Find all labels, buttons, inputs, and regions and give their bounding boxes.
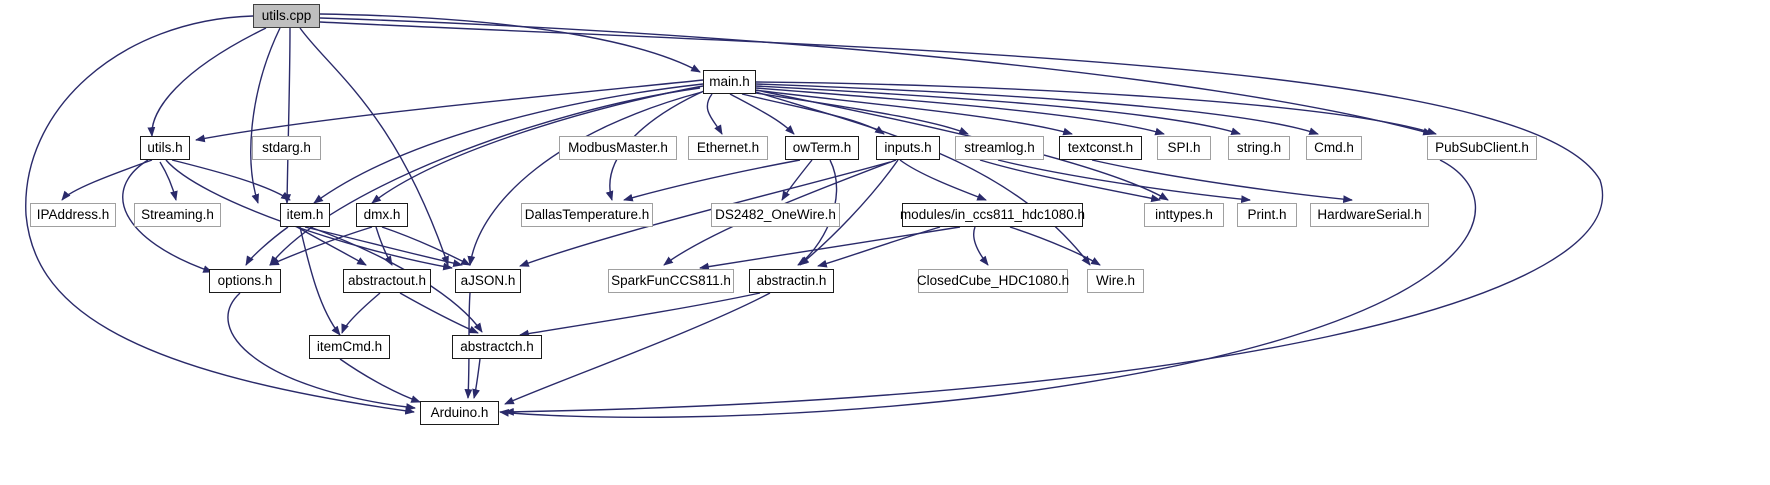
node-options-h[interactable]: options.h bbox=[209, 269, 281, 293]
edge bbox=[781, 159, 813, 201]
edge bbox=[1009, 226, 1101, 266]
node-ds2482-h[interactable]: DS2482_OneWire.h bbox=[711, 203, 840, 227]
edge bbox=[195, 79, 704, 143]
edge bbox=[171, 159, 291, 201]
node-item-h[interactable]: item.h bbox=[280, 203, 330, 227]
edge bbox=[319, 13, 701, 73]
node-arduino-h[interactable]: Arduino.h bbox=[420, 401, 499, 425]
node-streaming-h[interactable]: Streaming.h bbox=[134, 203, 221, 227]
edge bbox=[741, 93, 885, 135]
edge bbox=[979, 159, 1161, 203]
edge bbox=[997, 159, 1251, 204]
node-owterm-h[interactable]: owTerm.h bbox=[785, 136, 859, 160]
edge bbox=[472, 358, 481, 399]
node-abstractin-h[interactable]: abstractin.h bbox=[749, 269, 834, 293]
edge bbox=[899, 159, 987, 201]
node-utils-cpp[interactable]: utils.cpp bbox=[253, 4, 320, 28]
edge bbox=[817, 226, 941, 268]
node-inputs-h[interactable]: inputs.h bbox=[876, 136, 940, 160]
edge bbox=[319, 17, 1433, 136]
edge bbox=[283, 27, 292, 204]
edge bbox=[753, 89, 1073, 136]
node-dallas-h[interactable]: DallasTemperature.h bbox=[521, 203, 653, 227]
edge bbox=[147, 27, 267, 137]
node-main-h[interactable]: main.h bbox=[703, 70, 756, 94]
edge bbox=[299, 27, 449, 266]
edge bbox=[299, 226, 341, 336]
node-closedcube-h[interactable]: ClosedCube_HDC1080.h bbox=[917, 269, 1069, 293]
edge bbox=[467, 91, 703, 266]
edge bbox=[706, 93, 723, 135]
node-string-h[interactable]: string.h bbox=[1228, 136, 1290, 160]
edge bbox=[269, 226, 373, 266]
node-abstractout-h[interactable]: abstractout.h bbox=[343, 269, 431, 293]
node-itemcmd-h[interactable]: itemCmd.h bbox=[309, 335, 390, 359]
node-streamlog-h[interactable]: streamlog.h bbox=[955, 136, 1044, 160]
edge bbox=[25, 15, 415, 415]
edge bbox=[122, 159, 213, 273]
edge bbox=[799, 159, 899, 266]
node-abstractch-h[interactable]: abstractch.h bbox=[452, 335, 542, 359]
edge bbox=[381, 226, 471, 266]
edge bbox=[699, 226, 961, 271]
edge bbox=[973, 226, 989, 266]
edge bbox=[755, 85, 1241, 136]
edge bbox=[159, 161, 178, 201]
edge bbox=[269, 87, 701, 266]
node-wire-h[interactable]: Wire.h bbox=[1087, 269, 1144, 293]
edge bbox=[339, 358, 421, 403]
node-inttypes-h[interactable]: inttypes.h bbox=[1144, 203, 1224, 227]
edge bbox=[755, 83, 1319, 135]
edge bbox=[1091, 159, 1353, 204]
node-utils-h[interactable]: utils.h bbox=[140, 136, 190, 160]
node-ethernet-h[interactable]: Ethernet.h bbox=[688, 136, 768, 160]
edge bbox=[296, 226, 367, 266]
edge bbox=[227, 292, 416, 411]
edge bbox=[755, 81, 1437, 136]
node-cmd-h[interactable]: Cmd.h bbox=[1306, 136, 1362, 160]
node-ipaddress-h[interactable]: IPAddress.h bbox=[30, 203, 116, 227]
edge bbox=[519, 292, 761, 338]
edge bbox=[313, 83, 704, 204]
node-spi-h[interactable]: SPI.h bbox=[1157, 136, 1211, 160]
edge bbox=[250, 27, 281, 204]
node-hwserial-h[interactable]: HardwareSerial.h bbox=[1310, 203, 1429, 227]
edge bbox=[341, 292, 381, 334]
edge bbox=[245, 226, 289, 266]
node-pubsub-h[interactable]: PubSubClient.h bbox=[1427, 136, 1537, 160]
edge bbox=[499, 159, 1477, 418]
edge bbox=[623, 159, 801, 202]
edge bbox=[319, 21, 1603, 416]
edge bbox=[729, 93, 795, 135]
edge bbox=[749, 91, 969, 135]
node-ajson-h[interactable]: aJSON.h bbox=[455, 269, 521, 293]
node-textconst-h[interactable]: textconst.h bbox=[1059, 136, 1142, 160]
node-stdarg-h[interactable]: stdarg.h bbox=[252, 136, 321, 160]
node-dmx-h[interactable]: dmx.h bbox=[356, 203, 408, 227]
edge bbox=[755, 91, 1091, 266]
node-inccs-h[interactable]: modules/in_ccs811_hdc1080.h bbox=[900, 203, 1085, 227]
node-sparkfun-h[interactable]: SparkFunCCS811.h bbox=[608, 269, 734, 293]
edge bbox=[399, 292, 479, 334]
node-print-h[interactable]: Print.h bbox=[1237, 203, 1297, 227]
edge bbox=[504, 292, 771, 405]
edge bbox=[519, 161, 891, 267]
edge bbox=[755, 87, 1165, 136]
edge bbox=[375, 226, 393, 266]
edge bbox=[61, 159, 153, 201]
node-modbus-h[interactable]: ModbusMaster.h bbox=[559, 136, 677, 160]
